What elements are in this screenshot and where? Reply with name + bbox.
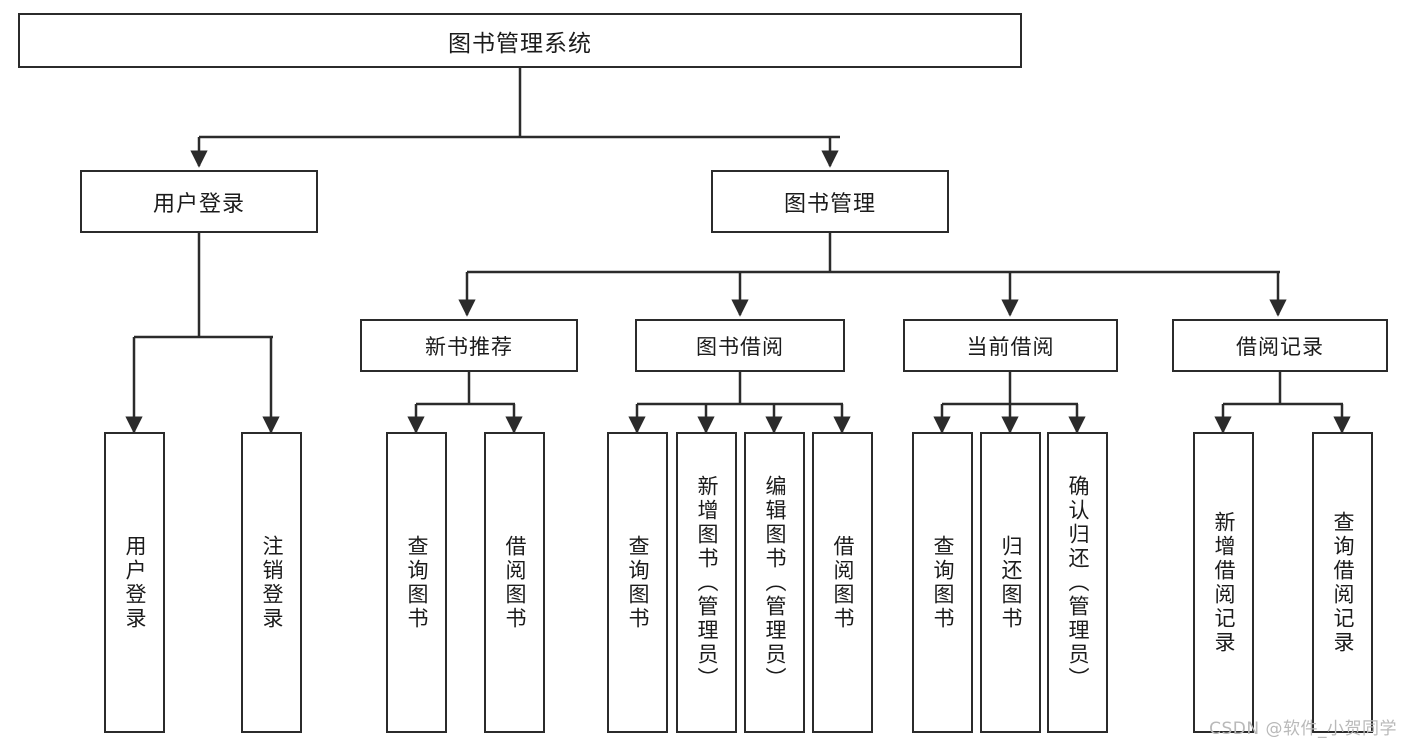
node-new-book-recommend[interactable]: 新书推荐 bbox=[360, 319, 578, 372]
node-user-login-label: 用户登录 bbox=[152, 191, 245, 217]
leaf-borrow-record-1-label: 新增借阅记录 bbox=[1212, 510, 1236, 655]
leaf-user-login-2[interactable]: 注销登录 bbox=[241, 432, 302, 733]
node-current-borrow[interactable]: 当前借阅 bbox=[903, 319, 1118, 372]
node-borrow-record[interactable]: 借阅记录 bbox=[1172, 319, 1388, 372]
leaf-current-borrow-1[interactable]: 查询图书 bbox=[912, 432, 973, 733]
leaf-book-borrow-1[interactable]: 查询图书 bbox=[607, 432, 668, 733]
leaf-new-book-2-label: 借阅图书 bbox=[503, 534, 527, 631]
leaf-book-borrow-2-label: 新增图书（管理员） bbox=[695, 474, 719, 691]
leaf-user-login-1-label: 用户登录 bbox=[123, 534, 147, 631]
leaf-current-borrow-3[interactable]: 确认归还（管理员） bbox=[1047, 432, 1108, 733]
node-root-label: 图书管理系统 bbox=[448, 30, 592, 57]
node-book-manage[interactable]: 图书管理 bbox=[711, 170, 949, 233]
leaf-new-book-2[interactable]: 借阅图书 bbox=[484, 432, 545, 733]
leaf-borrow-record-2-label: 查询借阅记录 bbox=[1331, 510, 1355, 655]
leaf-book-borrow-1-label: 查询图书 bbox=[626, 534, 650, 631]
leaf-current-borrow-2[interactable]: 归还图书 bbox=[980, 432, 1041, 733]
leaf-book-borrow-4-label: 借阅图书 bbox=[831, 534, 855, 631]
node-current-borrow-label: 当前借阅 bbox=[966, 334, 1055, 359]
leaf-book-borrow-3[interactable]: 编辑图书（管理员） bbox=[744, 432, 805, 733]
leaf-current-borrow-1-label: 查询图书 bbox=[931, 534, 955, 631]
node-book-borrow[interactable]: 图书借阅 bbox=[635, 319, 845, 372]
leaf-current-borrow-3-label: 确认归还（管理员） bbox=[1066, 474, 1090, 691]
leaf-user-login-1[interactable]: 用户登录 bbox=[104, 432, 165, 733]
leaf-book-borrow-4[interactable]: 借阅图书 bbox=[812, 432, 873, 733]
leaf-book-borrow-2[interactable]: 新增图书（管理员） bbox=[676, 432, 737, 733]
node-new-book-recommend-label: 新书推荐 bbox=[425, 334, 513, 359]
leaf-borrow-record-2[interactable]: 查询借阅记录 bbox=[1312, 432, 1373, 733]
leaf-new-book-1-label: 查询图书 bbox=[405, 534, 429, 631]
leaf-book-borrow-3-label: 编辑图书（管理员） bbox=[763, 474, 787, 691]
watermark: CSDN @软件_小贺同学 bbox=[1209, 719, 1397, 739]
leaf-current-borrow-2-label: 归还图书 bbox=[999, 534, 1023, 631]
node-book-manage-label: 图书管理 bbox=[783, 191, 876, 217]
leaf-borrow-record-1[interactable]: 新增借阅记录 bbox=[1193, 432, 1254, 733]
node-book-borrow-label: 图书借阅 bbox=[696, 334, 784, 359]
leaf-user-login-2-label: 注销登录 bbox=[260, 534, 284, 631]
node-user-login[interactable]: 用户登录 bbox=[80, 170, 318, 233]
node-root[interactable]: 图书管理系统 bbox=[18, 13, 1022, 68]
node-borrow-record-label: 借阅记录 bbox=[1236, 334, 1324, 359]
leaf-new-book-1[interactable]: 查询图书 bbox=[386, 432, 447, 733]
